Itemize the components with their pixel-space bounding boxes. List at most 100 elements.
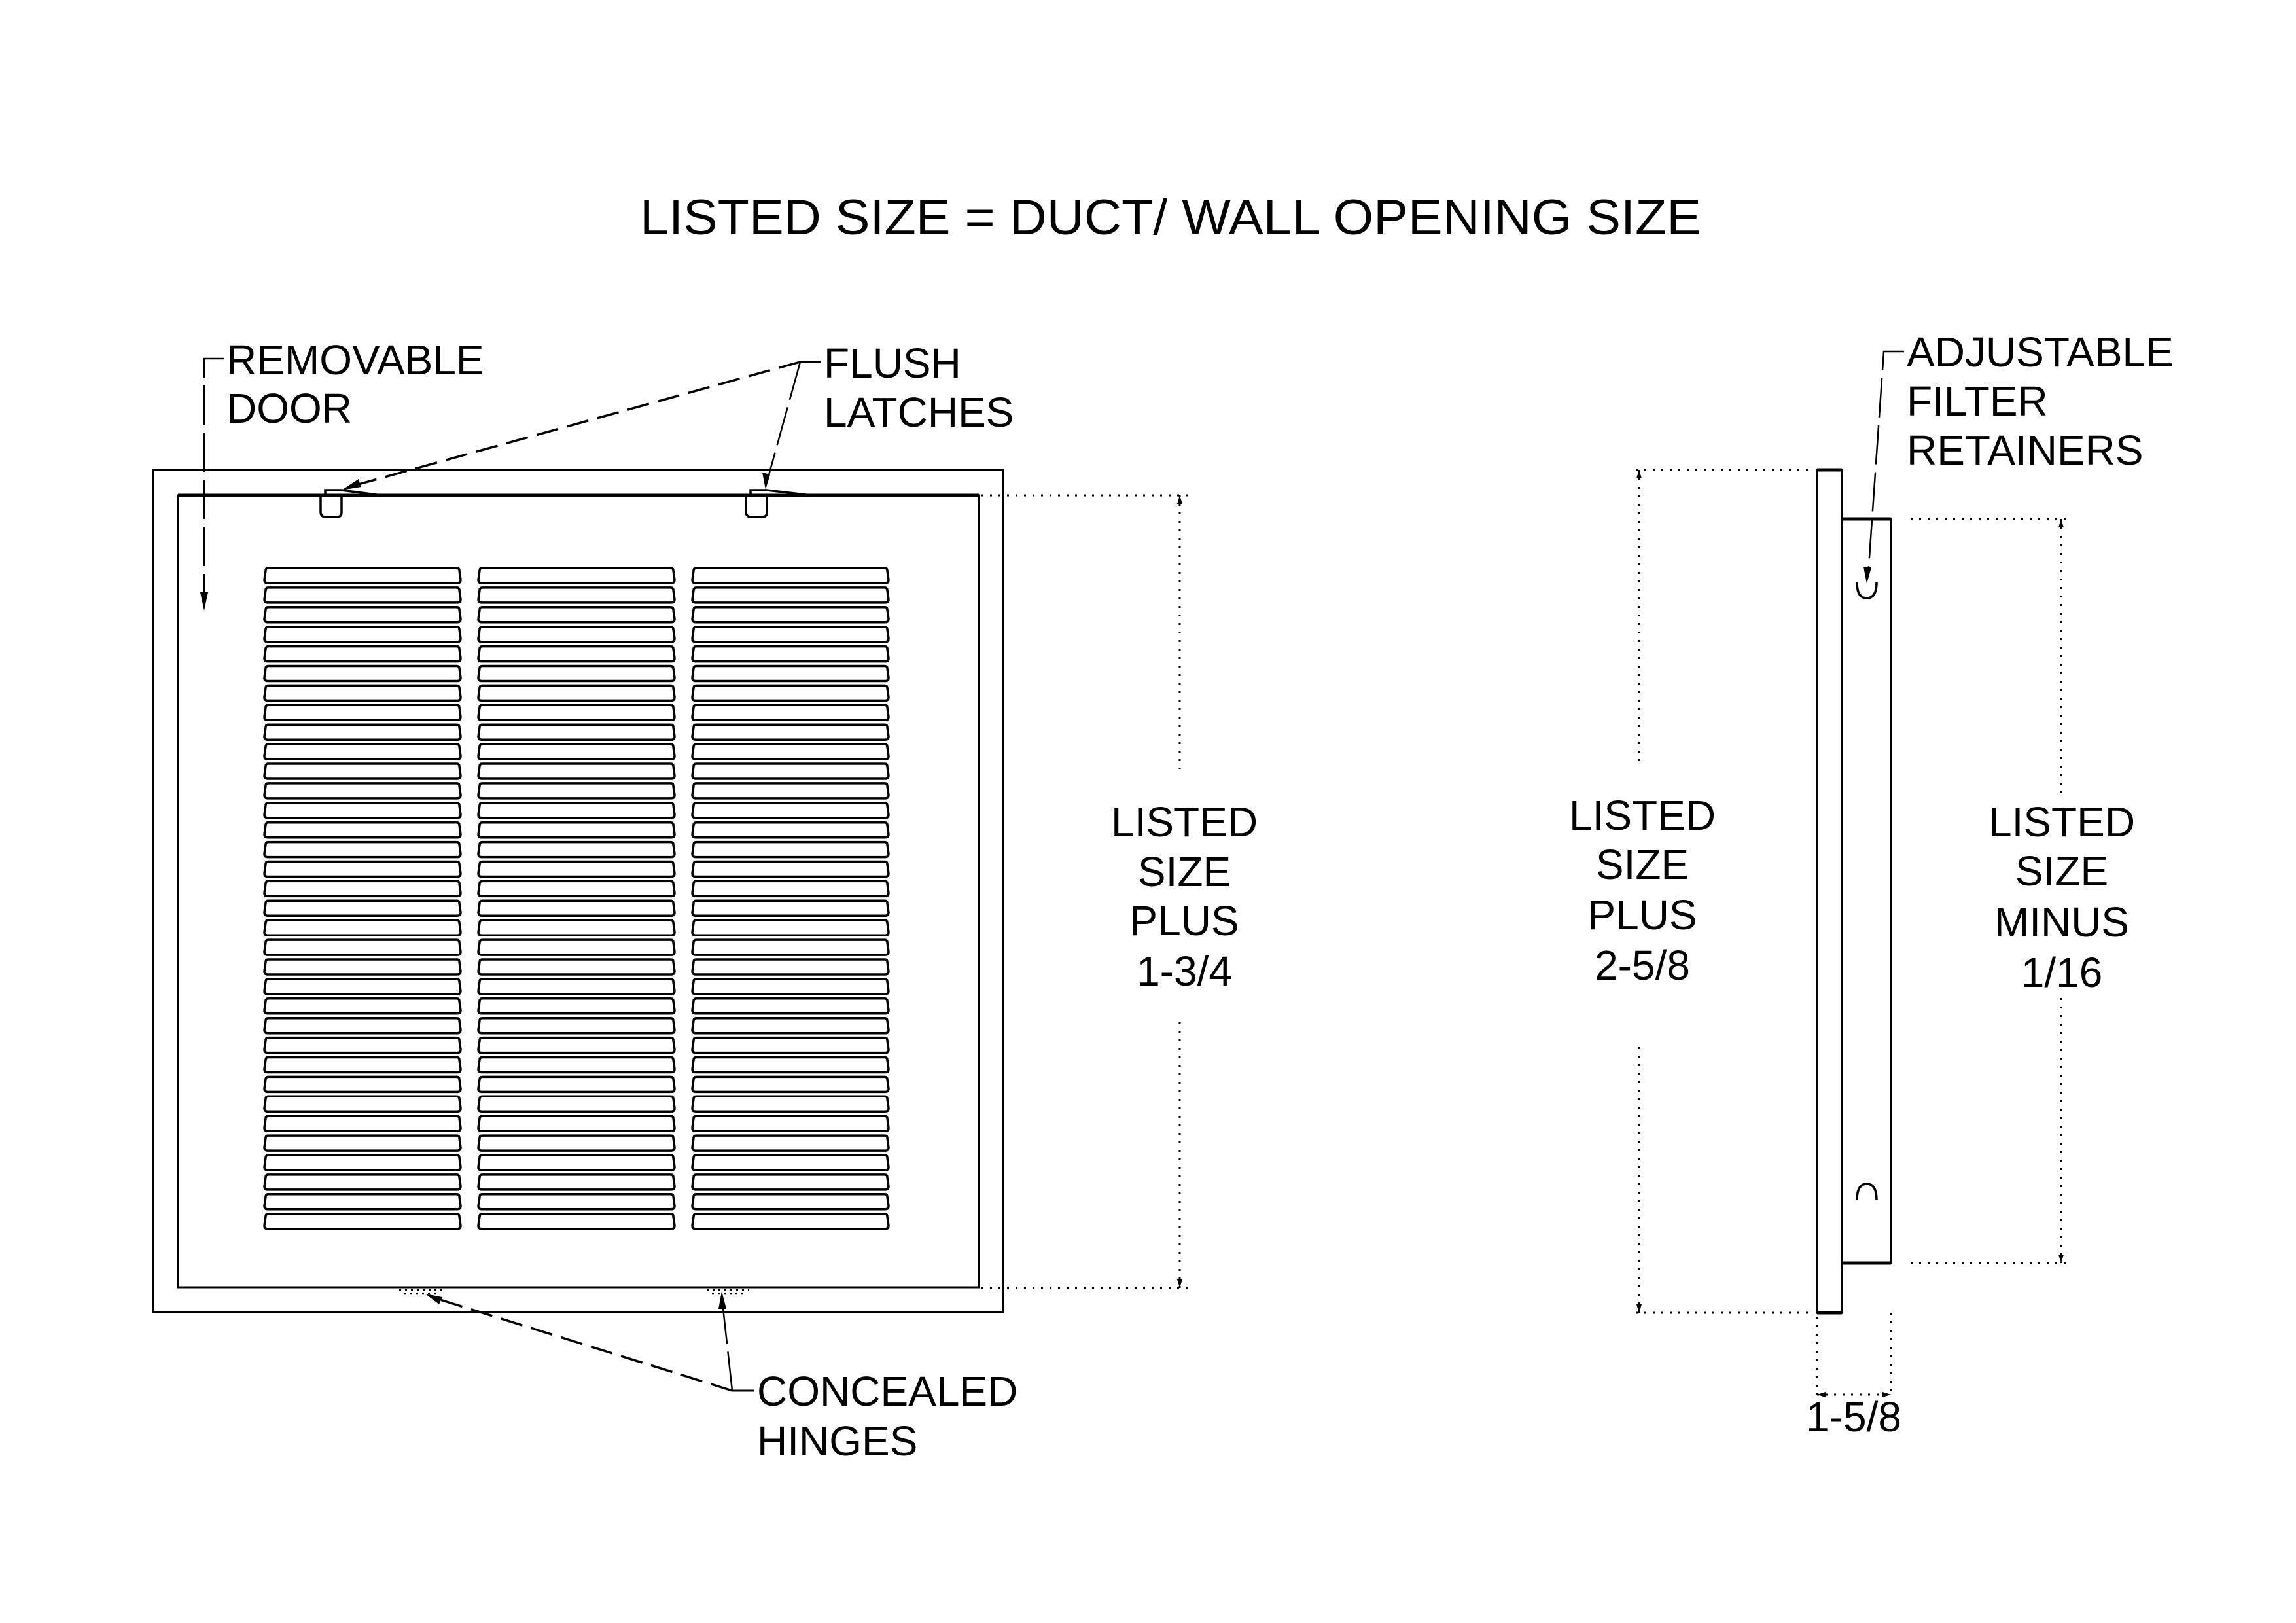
callout-filter-retainers: ADJUSTABLE FILTER RETAINERS [1863,329,2174,584]
louver-slot [263,606,462,624]
louver-slot [477,1173,676,1191]
louver-slot [691,743,890,760]
concealed-hinge-1 [399,1289,443,1295]
louver-slot [263,1193,462,1211]
dimension-side-filter: LISTED SIZE MINUS 1/16 [1911,518,2135,1264]
dimension-filter-line-3: MINUS [1994,899,2129,946]
louver-slot [263,1115,462,1132]
louver-slot [263,840,462,859]
louver-slot [691,782,890,800]
side-filter-body [1841,518,1892,1264]
louver-slot [691,1056,890,1074]
arrow-head-icon [425,1294,442,1304]
dimension-overall-line-1: LISTED [1569,792,1716,839]
louver-slot [263,1016,462,1035]
dimension-side-depth: 1-5/8 [1806,1313,1901,1440]
louver-slot [477,997,676,1015]
louver-slot [691,1075,890,1094]
louver-slot [263,645,462,663]
arrow-head-icon [1636,470,1642,478]
callout-removable-door-line-2: DOOR [226,385,352,432]
louver-slot [691,625,890,643]
louver-slot [263,958,462,976]
louver-slot [691,684,890,702]
callout-removable-door-line-1: REMOVABLE [226,336,484,383]
louver-slot [477,567,676,584]
louver-slot [477,1095,676,1113]
louver-slot [263,938,462,956]
louver-slot [263,1212,462,1230]
dimension-filter-line-2: SIZE [2015,847,2108,895]
dimension-front-line-3: PLUS [1129,897,1239,944]
louver-slot [477,743,676,760]
louver-slot [477,1056,676,1074]
louver-slot [691,723,890,741]
louver-slot [477,1154,676,1171]
outer-frame [152,469,1004,1313]
louver-slot [691,645,890,663]
louver-slot [477,664,676,683]
louver-slot [263,919,462,936]
louver-slot [691,997,890,1015]
louver-slot [477,899,676,918]
louver-slot [263,567,462,584]
dimension-overall-line-3: PLUS [1587,891,1697,938]
louver-slot [477,880,676,898]
louver-slot [263,1154,462,1171]
concealed-hinge-2 [707,1289,749,1295]
louver-slot [691,802,890,819]
louver-slot [477,1016,676,1035]
louver-slot [477,919,676,936]
louver-slot [263,762,462,780]
filter-retainer-top [1856,582,1878,599]
arrow-head-icon [1817,1392,1826,1397]
louver-slot [691,840,890,859]
louver-slot [477,860,676,878]
callout-flush-latches-line-2: LATCHES [824,389,1014,436]
dimension-filter-line-4: 1/16 [2021,949,2103,996]
callout-concealed-hinges-line-1: CONCEALED [757,1368,1017,1415]
louver-slot [691,978,890,995]
louver-slot [477,938,676,956]
louver-slot [691,704,890,722]
louver-slot [477,821,676,839]
louver-slot [263,664,462,683]
louver-slot [263,782,462,800]
arrow-head-icon [1636,1304,1642,1313]
louver-slot [691,1134,890,1152]
dimension-front-line-4: 1-3/4 [1137,948,1232,995]
flush-latch-1 [319,489,382,518]
louver-slot [691,1173,890,1191]
louver-slot [691,1095,890,1113]
callout-flush-latches: FLUSH LATCHES [342,340,1014,490]
louver-slot [477,684,676,702]
side-view: ADJUSTABLE FILTER RETAINERS LISTED SIZE … [1569,329,2174,1440]
louver-slot [263,586,462,604]
drawing-title: LISTED SIZE = DUCT/ WALL OPENING SIZE [640,190,1701,245]
louver-slot [477,606,676,624]
louver-slot [263,899,462,918]
louver-slot [477,1134,676,1152]
louver-grid [263,567,890,1230]
louver-slot [263,625,462,643]
louver-slot [691,606,890,624]
louver-slot [263,1056,462,1074]
louver-slot [477,1212,676,1230]
louver-slot [691,1016,890,1035]
louver-slot [263,1173,462,1191]
dimension-filter-line-1: LISTED [1988,798,2135,846]
dimension-side-overall: LISTED SIZE PLUS 2-5/8 [1569,469,1812,1314]
louver-slot [477,802,676,819]
louver-slot [263,802,462,819]
louver-slot [263,860,462,878]
louver-slot [263,723,462,741]
dimension-overall-line-4: 2-5/8 [1595,942,1690,989]
louver-slot [263,1075,462,1094]
louver-slot [477,645,676,663]
louver-slot [691,1212,890,1230]
louver-slot [477,704,676,722]
louver-slot [691,958,890,976]
louver-slot [477,723,676,741]
louver-slot [477,958,676,976]
